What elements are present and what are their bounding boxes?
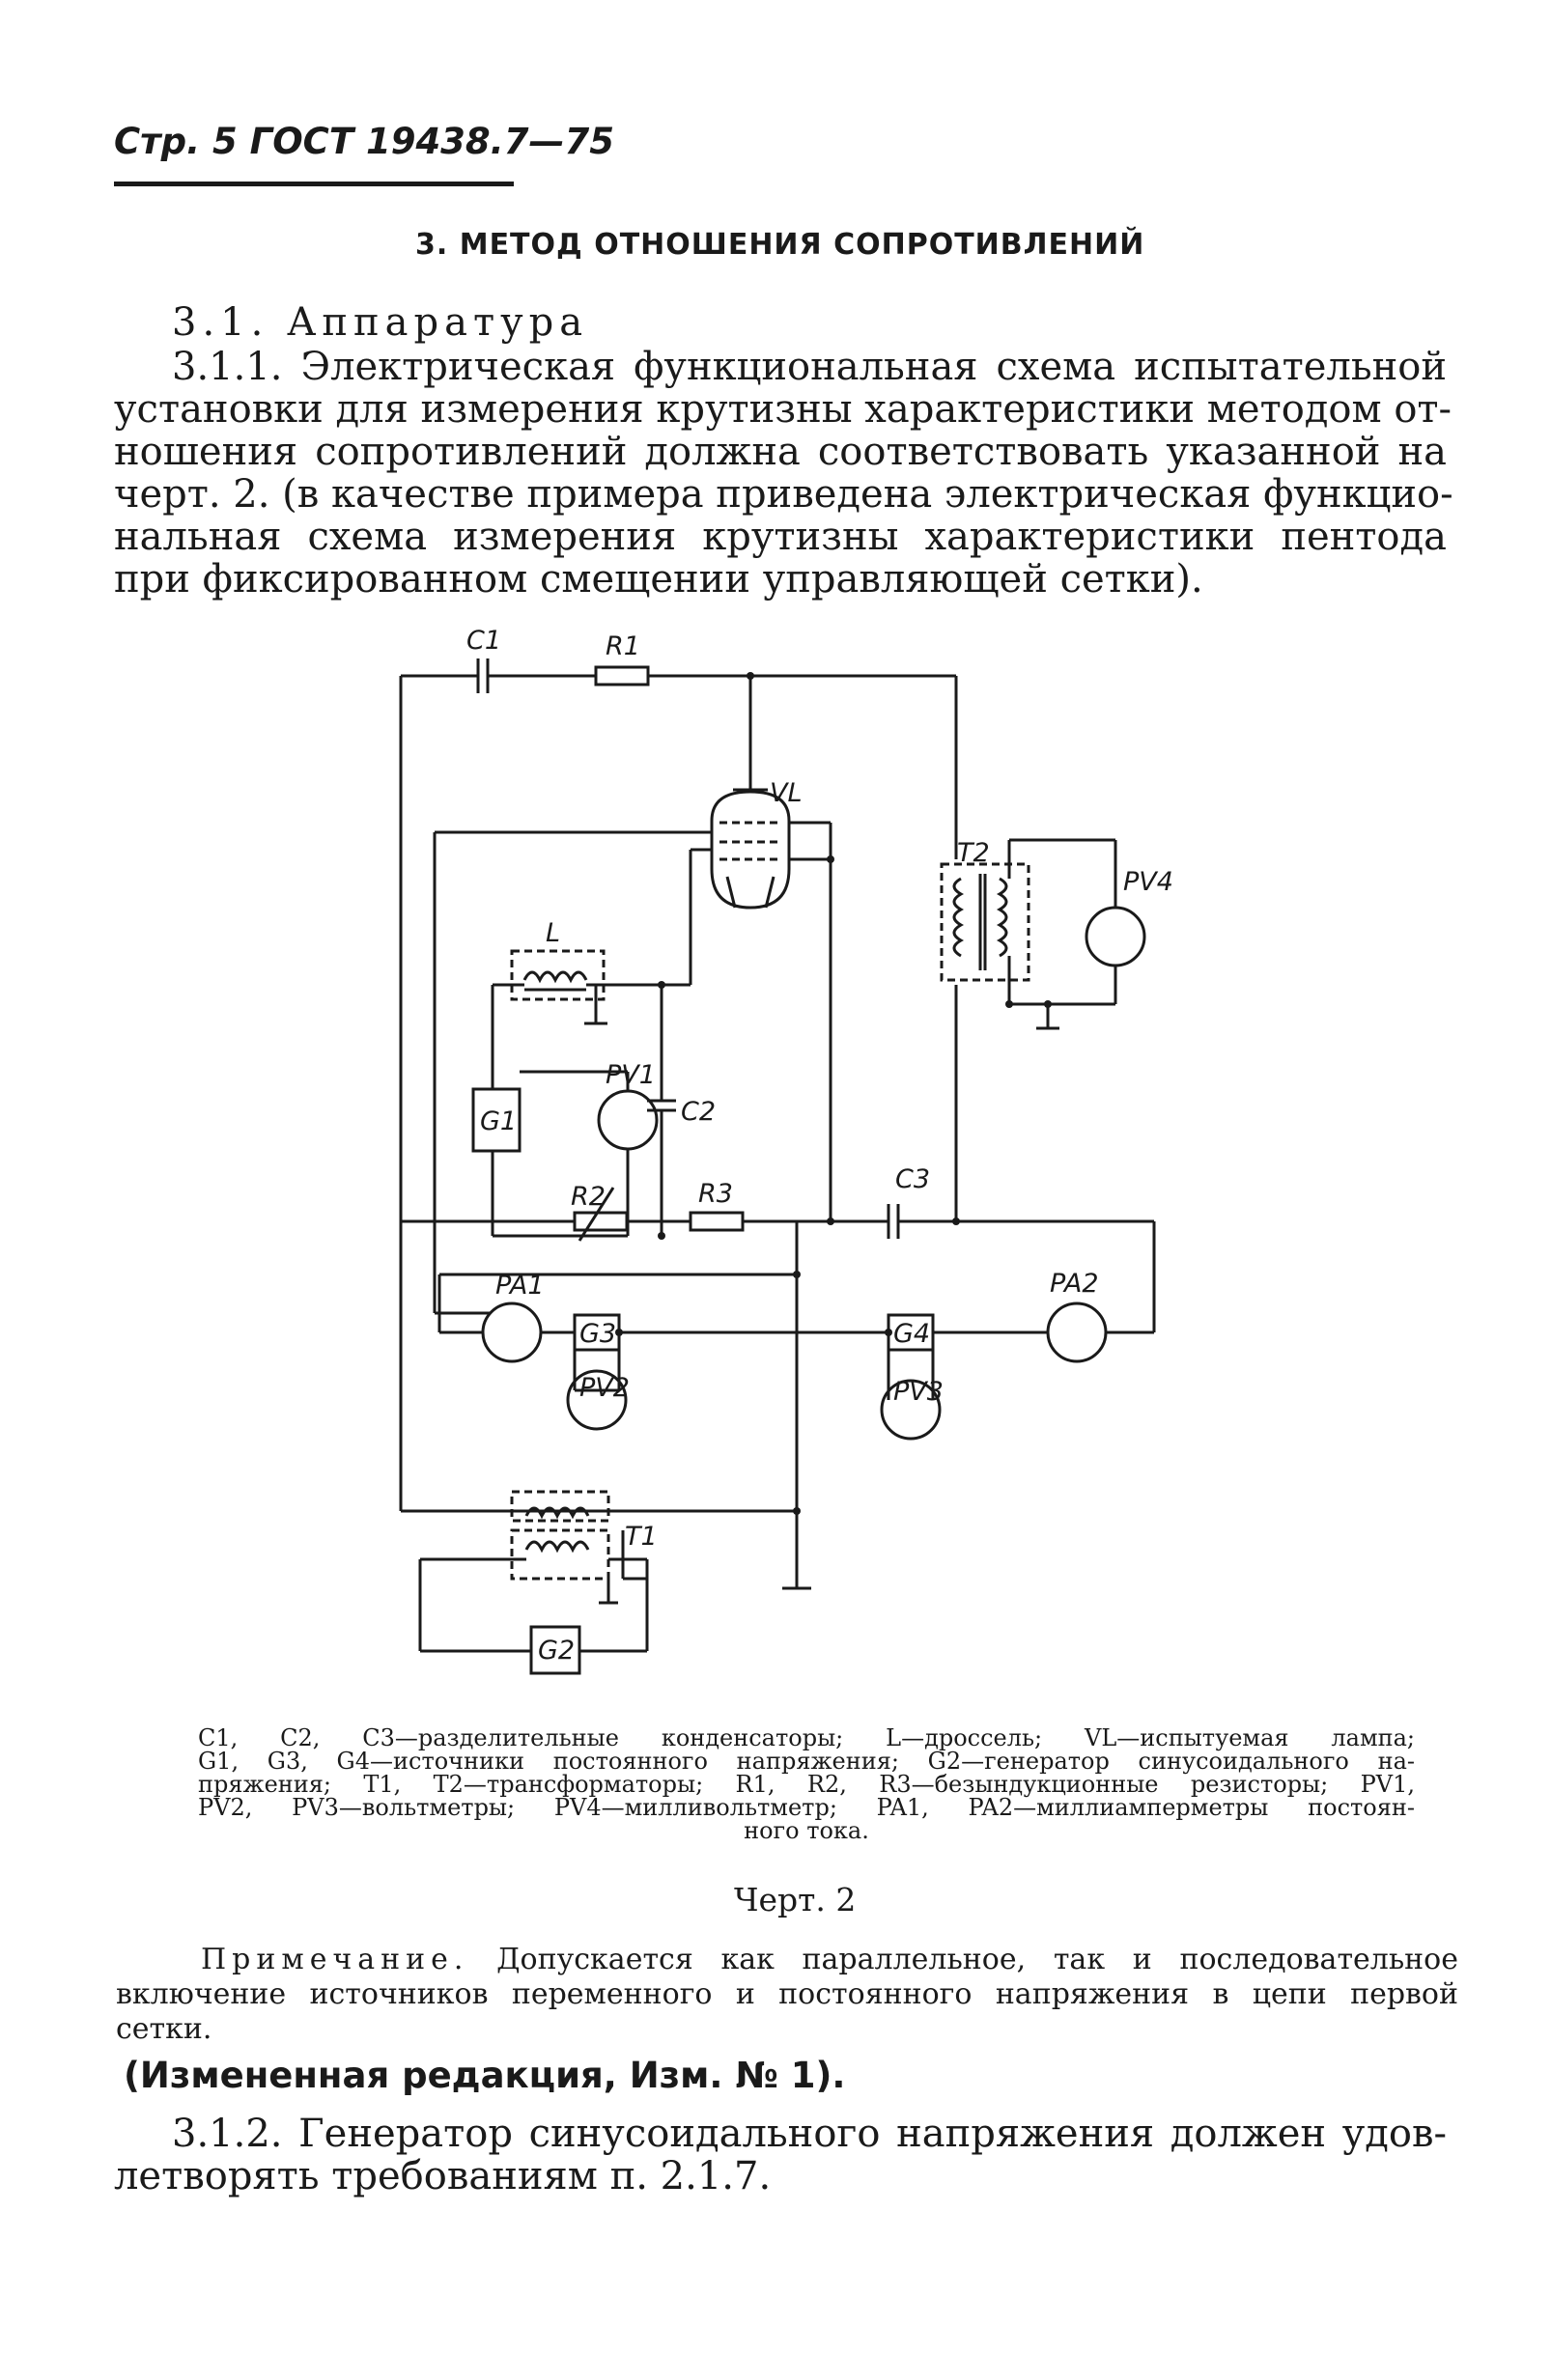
legend-line: C1, C2, C3—разделительные конденсаторы; … bbox=[198, 1724, 1415, 1751]
label-g2: G2 bbox=[538, 1636, 575, 1666]
label-pv3: PV3 bbox=[893, 1377, 944, 1407]
note-line-3: сетки. bbox=[116, 2012, 212, 2046]
label-g4: G4 bbox=[893, 1319, 930, 1349]
label-g1: G1 bbox=[480, 1106, 517, 1136]
label-c2: C2 bbox=[681, 1097, 716, 1127]
para-312-line-1: 3.1.2. Генератор синусоидального напряже… bbox=[172, 2112, 1447, 2156]
para-311-line-3: ношения сопротивлений должна соответство… bbox=[114, 430, 1447, 474]
label-pv1: PV1 bbox=[606, 1060, 656, 1090]
label-pa1: PA1 bbox=[495, 1271, 545, 1301]
label-c3: C3 bbox=[895, 1164, 930, 1194]
label-pv2: PV2 bbox=[579, 1373, 630, 1403]
para-311-line-5: нальная схема измерения крутизны характе… bbox=[114, 515, 1447, 559]
note-label: Примечание. bbox=[201, 1943, 469, 1976]
label-pv4: PV4 bbox=[1123, 867, 1173, 897]
change-note: (Измененная редакция, Изм. № 1). bbox=[124, 2055, 846, 2096]
label-t1: T1 bbox=[625, 1522, 658, 1552]
figure-caption: Черт. 2 bbox=[734, 1881, 857, 1918]
label-pa2: PA2 bbox=[1050, 1269, 1099, 1299]
label-g3: G3 bbox=[579, 1319, 616, 1349]
label-l: L bbox=[546, 918, 560, 948]
label-r3: R3 bbox=[698, 1179, 733, 1209]
label-r2: R2 bbox=[571, 1182, 606, 1212]
para-311-line-1: 3.1.1. Электрическая функциональная схем… bbox=[172, 345, 1447, 389]
legend-line: ного тока. bbox=[744, 1817, 869, 1844]
label-c1: C1 bbox=[466, 626, 501, 656]
note: Примечание. Допускается как параллельное… bbox=[116, 1943, 1458, 2047]
para-311-line-4: черт. 2. (в качестве примера приведена э… bbox=[114, 472, 1453, 517]
legend-line: G1, G3, G4—источники постоянного напряже… bbox=[198, 1748, 1415, 1775]
note-line-2: включение источников переменного и посто… bbox=[116, 1977, 1458, 2011]
header-rule bbox=[114, 182, 514, 186]
circuit-diagram: C1 R1 VL T2 PV4 L PV1 C2 G1 C3 R2 R3 PA1… bbox=[399, 626, 1173, 1675]
label-vl: VL bbox=[770, 778, 803, 808]
legend-line: PV2, PV3—вольтметры; PV4—милливольтметр;… bbox=[198, 1794, 1415, 1821]
label-t2: T2 bbox=[957, 838, 990, 868]
legend-line: пряжения; T1, T2—трансформаторы; R1, R2,… bbox=[198, 1771, 1415, 1798]
section-title: 3. МЕТОД ОТНОШЕНИЯ СОПРОТИВЛЕНИЙ bbox=[415, 228, 1145, 262]
subsection-heading: 3.1. Аппаратура bbox=[172, 300, 589, 345]
figure-legend: C1, C2, C3—разделительные конденсаторы; … bbox=[198, 1726, 1415, 1842]
label-r1: R1 bbox=[606, 631, 640, 661]
note-line-1: Примечание. Допускается как параллельное… bbox=[201, 1943, 1458, 1976]
page-header: Стр. 5 ГОСТ 19438.7—75 bbox=[114, 121, 614, 162]
para-311-line-2: установки для измерения крутизны характе… bbox=[114, 387, 1452, 432]
para-312-line-2: летворять требованиям п. 2.1.7. bbox=[114, 2154, 772, 2198]
para-311-line-6: при фиксированном смещении управляющей с… bbox=[114, 557, 1203, 602]
